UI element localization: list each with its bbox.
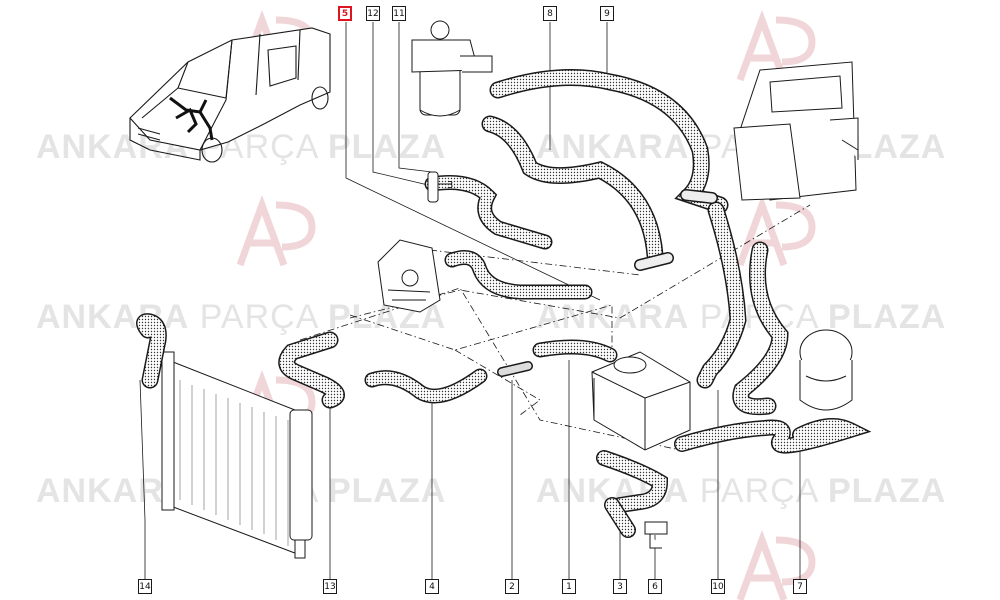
callout-12[interactable]: 12 [366, 6, 380, 21]
thermostat-label: 3 [447, 180, 454, 191]
hose-5 [446, 251, 591, 298]
hose-connector-9 [681, 190, 717, 203]
fuel-filter [411, 20, 493, 117]
hose-12 [426, 176, 551, 248]
watermark-logo-6 [736, 529, 788, 600]
watermark-logo-2 [736, 9, 788, 82]
callout-1[interactable]: 1 [562, 579, 576, 594]
van-hose-sketch [169, 96, 214, 141]
hoses [136, 69, 872, 538]
hose-connector-8 [635, 253, 673, 270]
callout-4[interactable]: 4 [425, 579, 439, 594]
hose-1 [534, 341, 616, 361]
heater-unit [733, 61, 859, 201]
watermark-logo-2b [775, 16, 816, 66]
callout-14[interactable]: 14 [138, 579, 152, 594]
watermark-row-2-right: ANKARA PARÇA PLAZA [536, 298, 947, 336]
hose-14 [137, 314, 166, 387]
callout-2[interactable]: 2 [505, 579, 519, 594]
callout-9[interactable]: 9 [600, 6, 614, 21]
coolant-reservoir [799, 329, 853, 411]
callout-3[interactable]: 3 [613, 579, 627, 594]
hose-7-lower [675, 419, 868, 453]
thermostat-part [427, 171, 452, 203]
callout-6[interactable]: 6 [648, 579, 662, 594]
hose-13 [279, 333, 344, 407]
clamp-6 [644, 521, 668, 549]
callout-7[interactable]: 7 [793, 579, 807, 594]
callout-5[interactable]: 5 [338, 6, 352, 21]
callout-11[interactable]: 11 [392, 6, 406, 21]
expansion-tank [591, 351, 691, 451]
hose-4 [366, 370, 486, 402]
callout-8[interactable]: 8 [543, 6, 557, 21]
hose-9 [491, 70, 727, 212]
engine-housing [377, 239, 441, 313]
watermark-logo-6b [775, 536, 816, 586]
hose-10 [698, 203, 746, 387]
hose-3 [597, 451, 667, 512]
watermark-logo-3 [236, 194, 288, 267]
watermark-logo-4b [775, 201, 816, 251]
watermark-logo-group [236, 9, 816, 600]
callout-13[interactable]: 13 [323, 579, 337, 594]
hose-2 [498, 362, 532, 376]
hose-7 [733, 243, 788, 414]
van-illustration [129, 27, 331, 163]
hose-8 [483, 117, 662, 262]
hose-3-end [605, 498, 635, 537]
callout-10[interactable]: 10 [711, 579, 725, 594]
radiator [161, 351, 313, 559]
watermark-logo-3b [275, 201, 316, 251]
